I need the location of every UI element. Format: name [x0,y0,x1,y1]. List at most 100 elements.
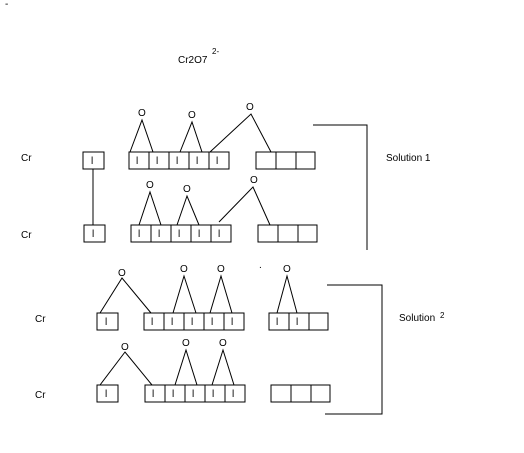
row-4-oxygen-3: O [219,338,227,349]
row-2-p-box-1 [257,224,279,243]
row-2: Cr l l l l l l O O [21,175,318,243]
row-4-oxygen-bonds: O O O [99,338,235,386]
row-2-p-box-3 [297,224,318,243]
row-2-d-electron-5: l [218,229,220,240]
row-4-d-orbitals: l l l l l [144,384,246,403]
row-4-s-orbital [96,384,119,403]
row-2-bond-2 [176,194,200,226]
solution-1-bracket [313,124,368,250]
row-3-bond-3 [209,274,233,314]
row-3-d-electron-5: l [231,317,233,328]
row-3-d-box-3 [183,312,205,331]
row-3-oxygen-2: O [180,264,188,275]
row-3-d-box-5 [223,312,245,331]
row-4-d-electron-2: l [172,389,174,400]
row-2-s-electron: l [92,229,94,240]
row-1-oxygen-1: O [138,108,146,119]
row-1-oxygen-2: O [188,110,196,121]
row-1-bond-2 [179,120,203,153]
row-2-d-box-4 [190,224,212,243]
row-2-d-box-2 [150,224,172,243]
row-1-d-box-2 [148,151,170,170]
row-2-d-box-5 [210,224,232,243]
row-3-bond-1 [99,277,152,314]
row-4-bond-1 [99,351,153,386]
row-3-d-electron-2: l [171,317,173,328]
formula-text: Cr2O7 [178,55,208,66]
row-3-d-electron-1: l [151,317,153,328]
row-3-d-orbitals: l l l l l [143,312,245,331]
row-1-oxygen-bonds: O O O [129,102,272,153]
row-1-d-electron-2: l [156,156,158,167]
row-3-element: Cr [35,314,46,325]
row-1-oxygen-3: O [246,102,254,113]
formula-charge: 2- [212,47,219,56]
row-4-d-box-5 [224,384,246,403]
row-4-p-orbitals [270,384,331,403]
solution-1-group: Cr l l l l l l O O [21,102,431,250]
row-1-bond-1 [129,118,154,153]
row-3-p-box-1 [268,312,290,331]
row-2-d-box-3 [170,224,192,243]
row-3-oxygen-1: O [118,268,126,279]
row-1-d-electron-3: l [176,156,178,167]
row-4-bond-2 [174,348,198,386]
row-4-element: Cr [35,390,46,401]
row-3-oxygen-bonds: O O O O [99,264,298,314]
solution-1-label: Solution 1 [386,153,431,164]
row-1-element: Cr [21,153,32,164]
row-3: Cr l l l l l l l l [35,264,329,331]
row-2-s-orbital [83,224,106,243]
row-2-oxygen-1: O [146,180,154,191]
row-3-p-electron-1: l [276,317,278,328]
row-2-bond-3 [218,186,271,226]
row-1-p-box-2 [275,151,297,170]
row-1-s-orbital [82,151,105,170]
formula-title: Cr2O7 2- [178,47,219,66]
row-2-d-electron-3: l [178,229,180,240]
row-1-d-box-4 [188,151,210,170]
row-4-p-box-2 [290,384,312,403]
row-1-p-orbitals [255,151,316,170]
row-4-d-box-3 [184,384,206,403]
row-3-s-electron: l [105,317,107,328]
row-2-p-box-2 [277,224,299,243]
row-4-bond-3 [211,348,235,386]
row-2-p-orbitals [257,224,318,243]
row-2-bond-1 [138,190,162,226]
row-2-d-electron-2: l [158,229,160,240]
row-1-d-electron-4: l [196,156,198,167]
row-4-d-box-2 [164,384,186,403]
row-3-p-box-2 [288,312,310,331]
row-4-p-box-1 [270,384,292,403]
row-1-s-electron: l [91,156,93,167]
row-3-p-box-3 [308,312,329,331]
row-3-d-box-1 [143,312,165,331]
row-3-d-box-2 [163,312,185,331]
row-3-d-box-4 [203,312,225,331]
row-2-d-electron-4: l [198,229,200,240]
row-3-p-electron-2: l [296,317,298,328]
solution-1-text: Solution 1 [386,153,431,164]
row-1-d-box-3 [168,151,190,170]
row-1-d-orbitals: l l l l l [128,151,230,170]
row-1-d-electron-1: l [136,156,138,167]
row-1-d-box-5 [208,151,230,170]
row-4-p-box-3 [310,384,331,403]
row-4: Cr l l l l l l O O [35,338,331,403]
row-4-d-electron-1: l [152,389,154,400]
row-3-s-orbital [96,312,119,331]
row-2-d-box-1 [130,224,152,243]
row-4-d-electron-4: l [212,389,214,400]
row-3-oxygen-3: O [217,264,225,275]
row-2-element: Cr [21,230,32,241]
row-3-bond-2 [172,274,197,314]
solution-2-number: 2 [440,311,445,320]
row-3-oxygen-4: O [283,264,291,275]
row-4-d-electron-5: l [232,389,234,400]
row-2-d-electron-1: l [138,229,140,240]
row-3-d-electron-3: l [191,317,193,328]
solution-2-group: Cr l l l l l l l l [35,264,445,415]
row-3-p-orbitals: l l [268,312,329,331]
row-4-s-electron: l [105,389,107,400]
